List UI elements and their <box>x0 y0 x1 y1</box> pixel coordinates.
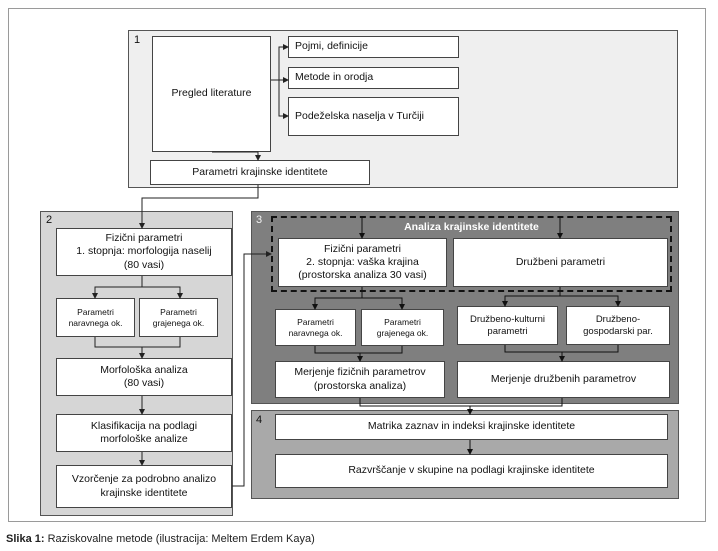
caption-text: Raziskovalne metode (ilustracija: Meltem… <box>44 533 315 545</box>
landscape-identity-parameters-box: Parametri krajinske identitete <box>150 160 370 185</box>
physical-parameters-stage1-box: Fizični parametri 1. stopnja: morfologij… <box>56 228 232 276</box>
morphological-analysis-box: Morfološka analiza (80 vasi) <box>56 358 232 396</box>
built-env-parameters-3-box: Parametri grajenega ok. <box>361 309 444 346</box>
panel-4-number: 4 <box>256 414 263 426</box>
methods-box: Metode in orodja <box>288 67 459 89</box>
classification-box: Klasifikacija na podlagi morfološke anal… <box>56 414 232 452</box>
panel-1-number: 1 <box>134 34 141 46</box>
landscape-identity-analysis-frame <box>271 216 672 292</box>
panel-3-number: 3 <box>256 214 263 226</box>
rural-settlements-box: Podeželska naselja v Turčiji <box>288 97 459 136</box>
physical-parameters-stage2-box: Fizični parametri 2. stopnja: vaška kraj… <box>278 238 447 287</box>
panel-2-number: 2 <box>46 214 53 226</box>
natural-env-parameters-box: Parametri naravnega ok. <box>56 298 135 337</box>
sociocultural-parameters-box: Družbeno-kulturni parametri <box>457 306 558 345</box>
figure-caption: Slika 1: Raziskovalne metode (ilustracij… <box>6 533 315 545</box>
measuring-physical-parameters-box: Merjenje fizičnih parametrov (prostorska… <box>275 361 445 398</box>
perception-matrix-box: Matrika zaznav in indeksi krajinske iden… <box>275 414 668 440</box>
sampling-box: Vzorčenje za podrobno analizo krajinske … <box>56 465 232 508</box>
concepts-box: Pojmi, definicije <box>288 36 459 58</box>
natural-env-parameters-3-box: Parametri naravnega ok. <box>275 309 356 346</box>
literature-review-box: Pregled literature <box>152 36 271 152</box>
landscape-identity-analysis-title: Analiza krajinske identitete <box>404 221 539 233</box>
caption-label: Slika 1: <box>6 533 45 545</box>
